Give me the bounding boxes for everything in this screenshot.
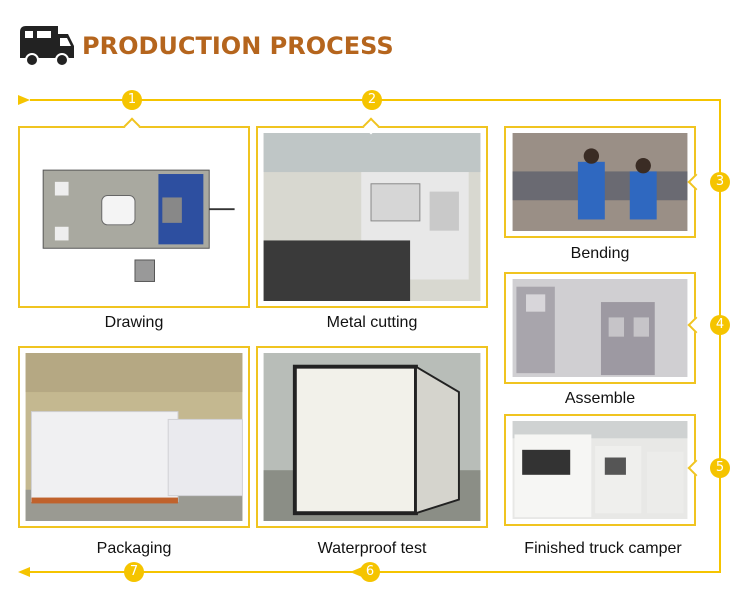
waterproof-test-image [263,353,481,521]
step-label-finished-truck-camper: Finished truck camper [524,540,682,557]
step-label-metal-cutting: Metal cutting [326,314,418,331]
packaging-card [18,346,250,528]
step-label-bending: Bending [570,245,630,262]
metal-cutting-card [256,126,488,308]
step-label-packaging: Packaging [96,540,172,557]
finished-truck-camper-card [504,414,696,526]
drawing-image [25,133,243,301]
step-label-assemble: Assemble [564,390,636,407]
bending-image [511,133,689,231]
drawing-card [18,126,250,308]
waterproof-test-card [256,346,488,528]
step-number-5: 5 [710,458,730,478]
step-number-3: 3 [710,172,730,192]
step-label-waterproof-test: Waterproof test [317,540,427,557]
step-number-6: 6 [360,562,380,582]
step-number-4: 4 [710,315,730,335]
step-number-2: 2 [362,90,382,110]
finished-truck-camper-image [511,421,689,519]
step-number-7: 7 [124,562,144,582]
assemble-card [504,272,696,384]
bending-card [504,126,696,238]
header: PRODUCTION PROCESS [18,20,418,70]
step-number-1: 1 [122,90,142,110]
metal-cutting-image [263,133,481,301]
camper-truck-icon [20,26,74,67]
page-title: PRODUCTION PROCESS [82,32,394,60]
assemble-image [511,279,689,377]
packaging-image [25,353,243,521]
step-label-drawing: Drawing [104,314,164,331]
